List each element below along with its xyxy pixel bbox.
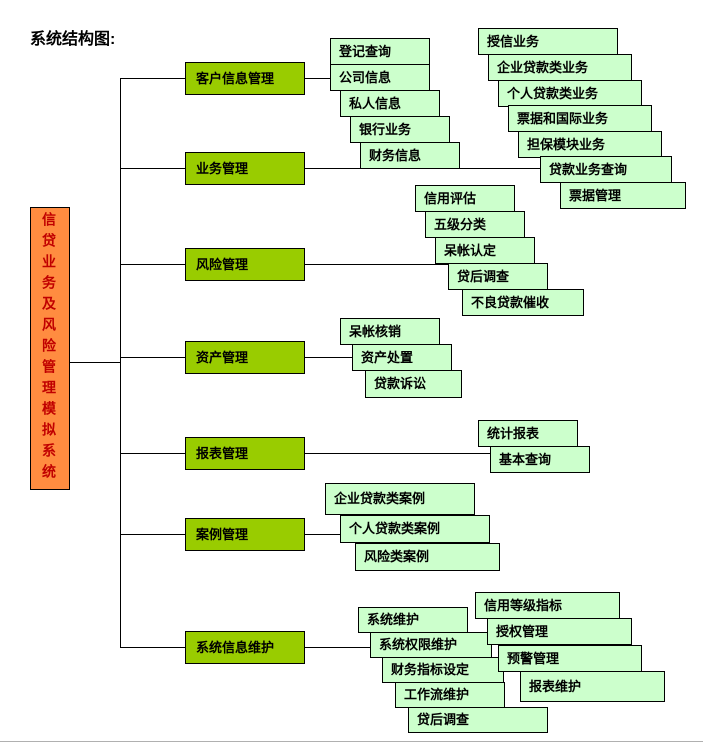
child-box: 授权管理 [487,618,632,645]
connector-line [120,534,185,535]
child-box: 企业贷款类业务 [488,54,632,81]
child-box: 呆帐核销 [340,318,440,345]
connector-line [120,168,185,169]
child-box: 信用等级指标 [475,592,620,619]
connector-line [70,362,120,363]
child-box: 个人贷款类案例 [340,515,490,543]
root-node: 信贷业务及风险管理模拟系统 [30,207,70,490]
child-box: 财务信息 [360,142,460,169]
child-box: 系统权限维护 [370,632,492,658]
child-box: 银行业务 [350,116,450,143]
connector-line [120,453,185,454]
connector-line [305,647,370,648]
connector-line [305,453,490,454]
child-box: 私人信息 [340,90,440,117]
child-box: 报表维护 [520,671,665,702]
child-box: 呆帐认定 [435,237,535,264]
child-box: 资产处置 [352,344,452,371]
connector-line [120,78,121,648]
child-box: 贷后调查 [408,707,548,733]
child-box: 信用评估 [415,185,515,212]
child-box: 贷后调查 [448,263,548,290]
child-box: 不良贷款催收 [462,289,584,316]
child-box: 票据和国际业务 [508,105,652,132]
child-box: 担保模块业务 [518,131,662,158]
connector-line [305,357,352,358]
module-system-maintenance: 系统信息维护 [185,631,305,664]
connector-line [120,78,185,79]
child-box: 贷款业务查询 [540,156,672,183]
module-customer-info: 客户信息管理 [185,62,305,95]
module-business: 业务管理 [185,152,305,185]
module-risk: 风险管理 [185,248,305,281]
child-box: 公司信息 [330,64,430,91]
child-box: 风险类案例 [355,543,500,571]
connector-line [305,534,340,535]
connector-line [120,357,185,358]
module-asset: 资产管理 [185,341,305,374]
page-bottom-border [0,741,703,742]
child-box: 财务指标设定 [382,657,504,683]
module-case: 案例管理 [185,518,305,551]
child-box: 预警管理 [498,645,642,672]
connector-line [305,78,330,79]
connector-line [120,647,185,648]
page-title: 系统结构图: [30,31,116,48]
child-box: 登记查询 [330,38,430,65]
child-box: 票据管理 [560,182,686,209]
child-box: 授信业务 [478,28,618,55]
connector-line [120,264,185,265]
child-box: 工作流维护 [395,682,505,708]
connector-line [305,264,448,265]
child-box: 五级分类 [425,211,525,238]
module-report: 报表管理 [185,437,305,470]
child-box: 贷款诉讼 [365,370,462,398]
child-box: 系统维护 [358,607,468,633]
child-box: 企业贷款类案例 [325,483,475,515]
child-box: 统计报表 [478,420,578,447]
child-box: 基本查询 [490,446,590,473]
child-box: 个人贷款类业务 [498,80,642,107]
